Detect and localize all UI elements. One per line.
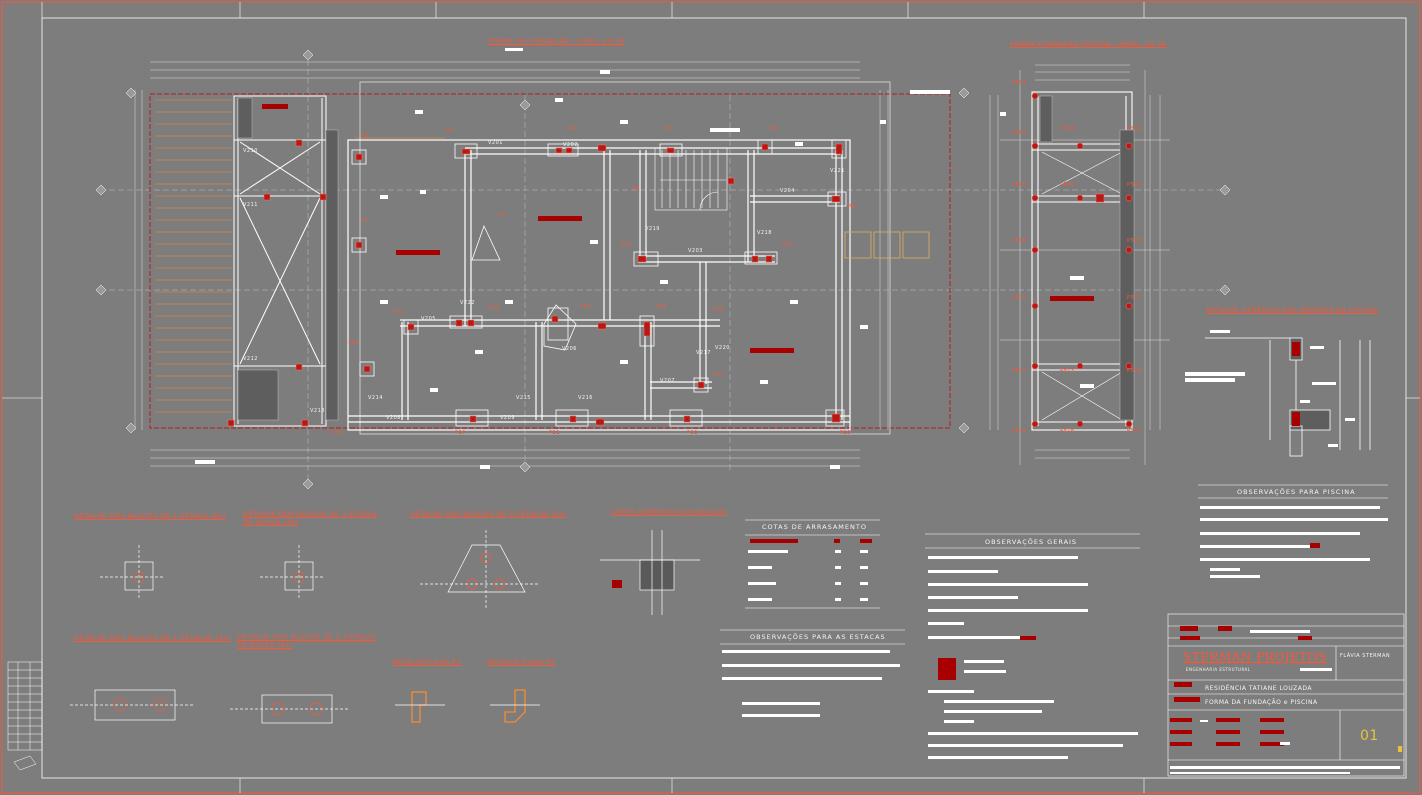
pool-pillar-label: P510: [1012, 295, 1027, 301]
pillar-label: P5: [664, 126, 672, 132]
pillar-label: P19: [331, 430, 342, 436]
pool-pillar-label: P509: [1127, 238, 1142, 244]
pillar-label: P21: [549, 430, 560, 436]
pillar-label: P9: [632, 186, 640, 192]
detail-title-block-2-piles-div-line2: DE DIVISA (4x): [237, 641, 293, 649]
pillar-label: P1: [362, 133, 370, 139]
beam-label: V210: [243, 148, 258, 154]
beam-label: V203: [688, 248, 703, 254]
pool-pillar-label: P516: [1060, 428, 1075, 434]
pool-pillar-label: P515: [1012, 428, 1027, 434]
beam-label: V207: [660, 378, 675, 384]
pool-pillar-label: P505: [1012, 182, 1027, 188]
obs-gerais-block: [925, 533, 1140, 759]
pillar-label: P8: [848, 204, 856, 210]
pillar-label: P14: [580, 304, 591, 310]
pool-pillar-label: P503: [1061, 126, 1076, 132]
pillar-label: P2: [446, 128, 454, 134]
pool-plan-title: FORMA FUNDAÇÃO PISCINA - NÍVEL -00.50: [1010, 40, 1167, 48]
beam-label: V208: [386, 415, 401, 421]
pillar-label: P12: [393, 309, 404, 315]
pool-pillar-label: P511: [1127, 295, 1142, 301]
beam-label: V222: [460, 300, 475, 306]
detail-title-block-3-piles: DETALHE DOS BLOCOS DE 3 ESTACAS (2x): [410, 510, 567, 518]
pool-pillar-label: P501: [1012, 80, 1027, 86]
cotas-table: [745, 519, 880, 609]
pillar-label: P20: [455, 430, 466, 436]
obs-estacas-block: [720, 629, 905, 717]
pool-pillar-label: P508: [1012, 238, 1027, 244]
obs-gerais-title: OBSERVAÇÕES GERAIS: [985, 538, 1078, 546]
cotas-table-title: COTAS DE ARRASAMENTO: [762, 523, 867, 531]
obs-estacas-title: OBSERVAÇÕES PARA AS ESTACAS: [750, 633, 886, 641]
pool-pillar-label: P506: [1060, 182, 1075, 188]
pillar-label: P13: [488, 305, 499, 311]
beam-label: V211: [243, 202, 258, 208]
beam-label: V209: [500, 415, 515, 421]
pillar-label: P18: [348, 340, 359, 346]
pillar-label: P22: [687, 430, 698, 436]
beam-label: V206: [562, 346, 577, 352]
beam-label: V219: [645, 226, 660, 232]
pile-cap-details: [70, 530, 700, 724]
company-subtitle: ENGENHARIA ESTRUTURAL: [1186, 667, 1251, 672]
pool-wall-detail: [1185, 330, 1371, 457]
beam-label: V220: [715, 345, 730, 351]
detail-title-block-2-piles: DETALHE DOS BLOCOS DE 2 ESTACAS (8x): [74, 634, 231, 642]
beam-label: V221: [830, 168, 845, 174]
beam-label: V204: [780, 188, 795, 194]
detail-title-pillar-p2: DETALHE PILAR P2: [393, 658, 462, 666]
plan-title: FORMA DA FUNDAÇÃO - NÍVEL ±0.00: [488, 37, 625, 45]
beam-label: V216: [578, 395, 593, 401]
pool-pillar-label: P512: [1012, 368, 1027, 374]
detail-title-block-1-pile: DETALHE DOS BLOCOS DE 1 ESTACA (8x): [74, 512, 226, 520]
engineer-name: FLÁVIA STERMAN: [1340, 653, 1391, 659]
beam-label: V205: [421, 316, 436, 322]
pillar-label: P7: [361, 218, 369, 224]
pillar-label: P15: [656, 304, 667, 310]
foundation-plan: [95, 48, 1231, 490]
pool-wall-detail-title: DETALHE GENÉRICO DAS PAREDES DA PISCINA: [1206, 306, 1379, 314]
pillar-label: P4: [568, 126, 576, 132]
detail-title-block-section: CORTE GENÉRICO DOS BLOCOS: [611, 508, 727, 516]
pillar-label: P23: [840, 430, 851, 436]
beam-label: V212: [243, 356, 258, 362]
beam-label: V218: [757, 230, 772, 236]
sheet-content: FORMA DA FUNDAÇÃO e PISCINA: [1205, 699, 1318, 706]
pillar-label: P17: [713, 372, 724, 378]
beam-label: V201: [488, 140, 503, 146]
detail-title-block-2-piles-div-line1: DETALHE DOS BLOCOS DE 2 ESTACAS: [237, 633, 376, 641]
title-block-frame: [1167, 613, 1405, 777]
pool-pillar-label: P504: [1127, 126, 1142, 132]
pool-pillar-label: P513: [1060, 368, 1075, 374]
project-name: RESIDÊNCIA TATIANE LOUZADA: [1205, 685, 1312, 692]
pool-pillar-label: P502: [1012, 130, 1027, 136]
beam-label: V217: [696, 350, 711, 356]
pool-foundation-plan: [989, 64, 1170, 465]
sheet-number: 01: [1360, 728, 1379, 744]
beam-label: V202: [563, 142, 578, 148]
beam-label: V214: [368, 395, 383, 401]
obs-piscina-block: [1198, 484, 1388, 578]
revision-table: [7, 661, 43, 771]
beam-label: V215: [516, 395, 531, 401]
pool-pillar-label: P517: [1127, 428, 1142, 434]
pillar-label: P10: [621, 242, 632, 248]
obs-piscina-title: OBSERVAÇÕES PARA PISCINA: [1237, 488, 1356, 496]
beam-label: V213: [310, 408, 325, 414]
pillar-label: P16: [713, 307, 724, 313]
detail-title-block-1-pile-div-line2: DE DIVISA (3x): [243, 518, 299, 526]
detail-title-pillar-p6: DETALHE PILAR P6: [487, 658, 556, 666]
pillar-label: P11: [783, 242, 794, 248]
pillar-label: P6: [770, 126, 778, 132]
pillar-label: P3: [499, 212, 507, 218]
detail-title-block-1-pile-div-line1: DETALHE DOS BLOCOS DE 1 ESTACA: [243, 510, 378, 518]
pool-pillar-label: P514: [1127, 368, 1142, 374]
pool-pillar-label: P507: [1127, 182, 1142, 188]
company-name: STERMAN PROJETOS: [1183, 650, 1327, 664]
